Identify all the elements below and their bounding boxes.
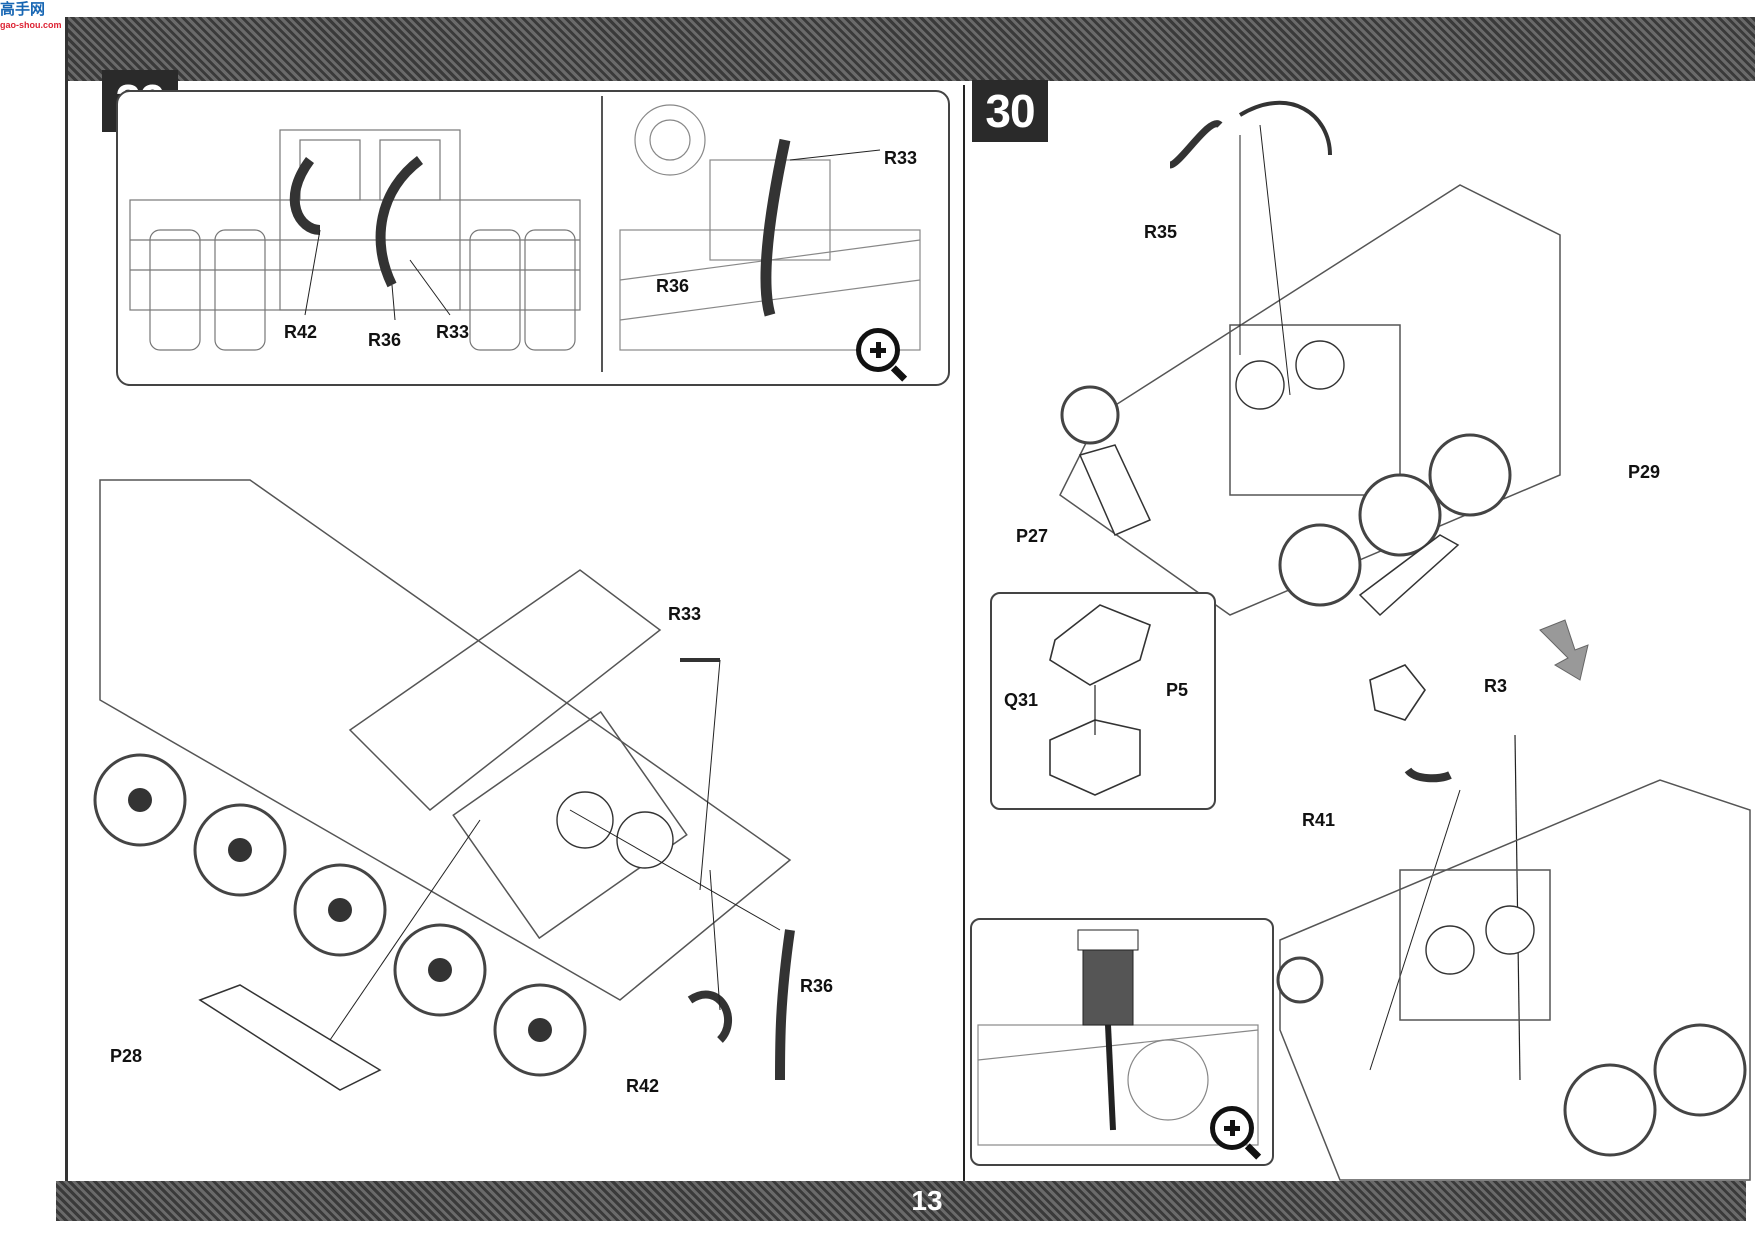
binding-rule (65, 17, 68, 1217)
label-r42-detail: R42 (284, 322, 318, 342)
header-bar (66, 17, 1755, 81)
magnify-plus-icon (1210, 1106, 1262, 1160)
footer-bar (56, 1181, 1746, 1221)
label-r42-main: R42 (626, 1076, 660, 1096)
label-r35: R35 (1144, 222, 1178, 242)
site-logo: 高手网 gao-shou.com (0, 0, 75, 38)
label-p5: P5 (1166, 680, 1189, 700)
label-p27: P27 (1016, 526, 1049, 546)
label-q31: Q31 (1004, 690, 1039, 710)
step-29-closeup-drawing (619, 104, 921, 351)
label-r41: R41 (1302, 810, 1336, 830)
column-divider (963, 85, 965, 1185)
step-30-number: 30 (972, 80, 1048, 142)
page-number: 13 (911, 1185, 943, 1216)
step-29-detail-frame (116, 90, 950, 386)
label-r36-detail: R36 (368, 330, 402, 350)
label-r3: R3 (1484, 676, 1508, 696)
label-r33-closeup: R33 (884, 148, 918, 168)
step-30-box-assembly-drawing (1049, 604, 1151, 796)
site-logo-text: 高手网 (0, 1, 46, 18)
magnify-plus-icon (856, 328, 908, 382)
label-p29: P29 (1628, 462, 1661, 482)
site-logo-subtext: gao-shou.com (0, 20, 62, 30)
label-p28-main: P28 (110, 1046, 143, 1066)
label-r33-detail: R33 (436, 322, 470, 342)
arrow-down-right-icon (1539, 619, 1589, 681)
label-r36-main: R36 (800, 976, 834, 996)
step-29-rear-view-drawing (129, 129, 581, 351)
step-29-inset-divider (601, 96, 603, 372)
label-r33-main: R33 (668, 604, 702, 624)
step-30-chassis-drawing (1059, 100, 1561, 617)
label-r36-closeup: R36 (656, 276, 690, 296)
step-29-chassis-drawing (93, 479, 795, 1091)
step-30-lower-chassis-drawing (1276, 664, 1751, 1181)
step-30-closeup-drawing (977, 929, 1259, 1146)
